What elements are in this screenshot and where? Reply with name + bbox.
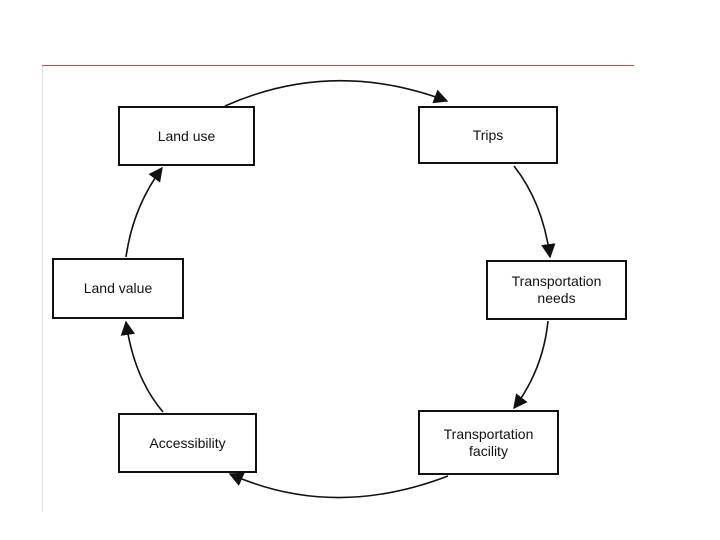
arrow-transportation-needs-to-transportation-facility [513, 320, 549, 410]
node-label: Transportation facility [443, 425, 534, 459]
arrow-land-use-to-trips [224, 79, 449, 107]
node-label: Land value [83, 280, 153, 296]
node-land-use: Land use [118, 106, 255, 166]
node-label: Land use [157, 127, 216, 144]
arrow-land-value-to-land-use [125, 166, 163, 258]
arrow-transportation-facility-to-accessibility [228, 472, 449, 499]
top-divider [42, 65, 634, 66]
node-transportation-facility: Transportation facility [418, 410, 559, 475]
node-label: Trips [472, 126, 504, 143]
node-transportation-needs: Transportation needs [486, 260, 627, 320]
node-trips: Trips [418, 106, 558, 164]
node-label: Transportation needs [511, 273, 602, 306]
left-divider [42, 66, 43, 512]
arrow-trips-to-transportation-needs [513, 165, 556, 259]
arrow-accessibility-to-land-value [120, 320, 164, 413]
node-label: Accessibility [149, 434, 226, 451]
node-accessibility: Accessibility [118, 413, 257, 473]
node-land-value: Land value [52, 258, 184, 319]
